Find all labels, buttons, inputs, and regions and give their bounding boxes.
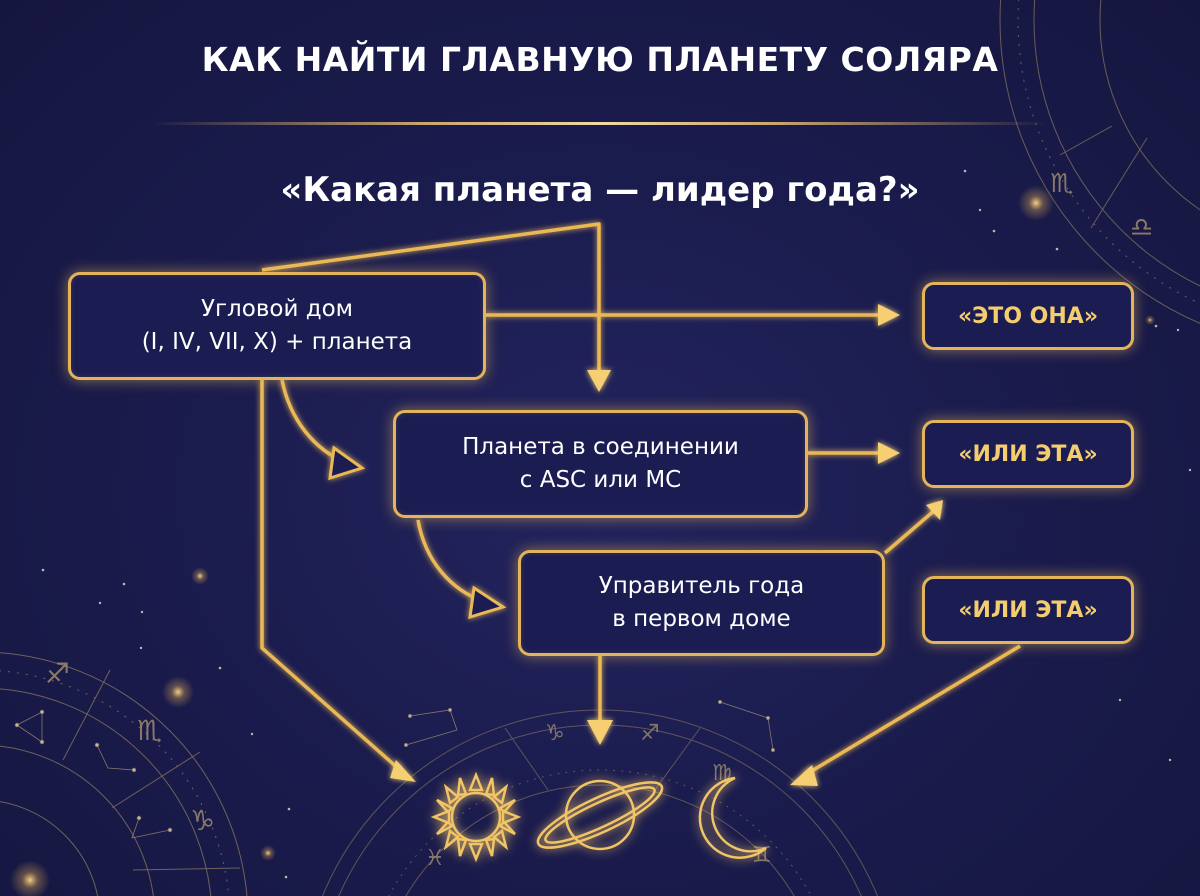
connector-question-to-angular-house [261,222,601,372]
pisces-glyph-icon: ♓ [425,846,445,871]
connector-year-ruler-to-result-2 [883,508,937,555]
sun-icon [430,771,522,863]
crescent-moon-icon [698,776,767,859]
constellations [14,700,776,839]
arrowhead-down-left-icon [790,765,818,786]
arrowhead-right-icon [878,304,900,326]
arrowhead-down-icon [587,720,613,745]
zodiac-glyphs-left: ♐ ♏ ♑ [45,657,215,837]
capricorn-glyph-icon: ♑ [545,721,565,746]
arrowhead-down-icon [587,370,611,392]
arrowheads [390,304,943,786]
saturn-planet-icon [536,779,664,851]
node-year-ruler-line-1: Управитель года [598,573,805,599]
node-year-ruler: Управитель года в первом доме [518,550,885,656]
connector-angular-house-to-sun [260,380,402,772]
zodiac-wheel-left [0,652,248,896]
hollow-arrowhead-icon [328,445,366,481]
connector-result-3-to-moon [804,644,1021,777]
zodiac-wheel-right [999,0,1200,324]
small-stars [41,169,1192,879]
arrowhead-up-right-icon [926,500,943,520]
hollow-arrowhead-icon [468,585,507,620]
scorpio-glyph-icon: ♏ [137,714,162,747]
sagittarius-glyph-icon: ♐ [45,657,70,690]
question-heading: «Какая планета — лидер года?» [280,170,920,210]
node-angular-house-line-2: (I, IV, VII, X) + планета [141,329,413,355]
result-badge-or-this-1: «ИЛИ ЭТА» [922,420,1134,488]
scorpio-glyph-icon: ♏ [1050,169,1073,199]
arrowhead-right-icon [878,442,900,464]
arrowhead-down-right-icon [390,760,416,782]
node-angular-house: Угловой дом (I, IV, VII, X) + планета [68,272,486,380]
node-conjunction: Планета в соединении с ASC или MC [393,410,808,518]
page-title: КАК НАЙТИ ГЛАВНУЮ ПЛАНЕТУ СОЛЯРА [201,40,999,79]
sagittarius-glyph-icon: ♐ [640,721,660,746]
glow-stars [10,185,1155,896]
capricorn-glyph-icon: ♑ [190,804,215,837]
result-badge-or-this-2: «ИЛИ ЭТА» [922,576,1134,644]
node-conjunction-line-1: Планета в соединении [462,434,739,460]
libra-glyph-icon: ♎ [1130,213,1153,243]
node-angular-house-line-1: Угловой дом [200,296,354,322]
node-year-ruler-line-2: в первом доме [612,606,791,632]
title-divider [150,122,1050,125]
zodiac-glyphs-right: ♏ ♎ [1050,169,1153,243]
result-badge-this-one: «ЭТО ОНА» [922,282,1134,350]
gemini-glyph-icon: ♊ [752,843,772,868]
node-conjunction-line-2: с ASC или MC [519,467,682,493]
